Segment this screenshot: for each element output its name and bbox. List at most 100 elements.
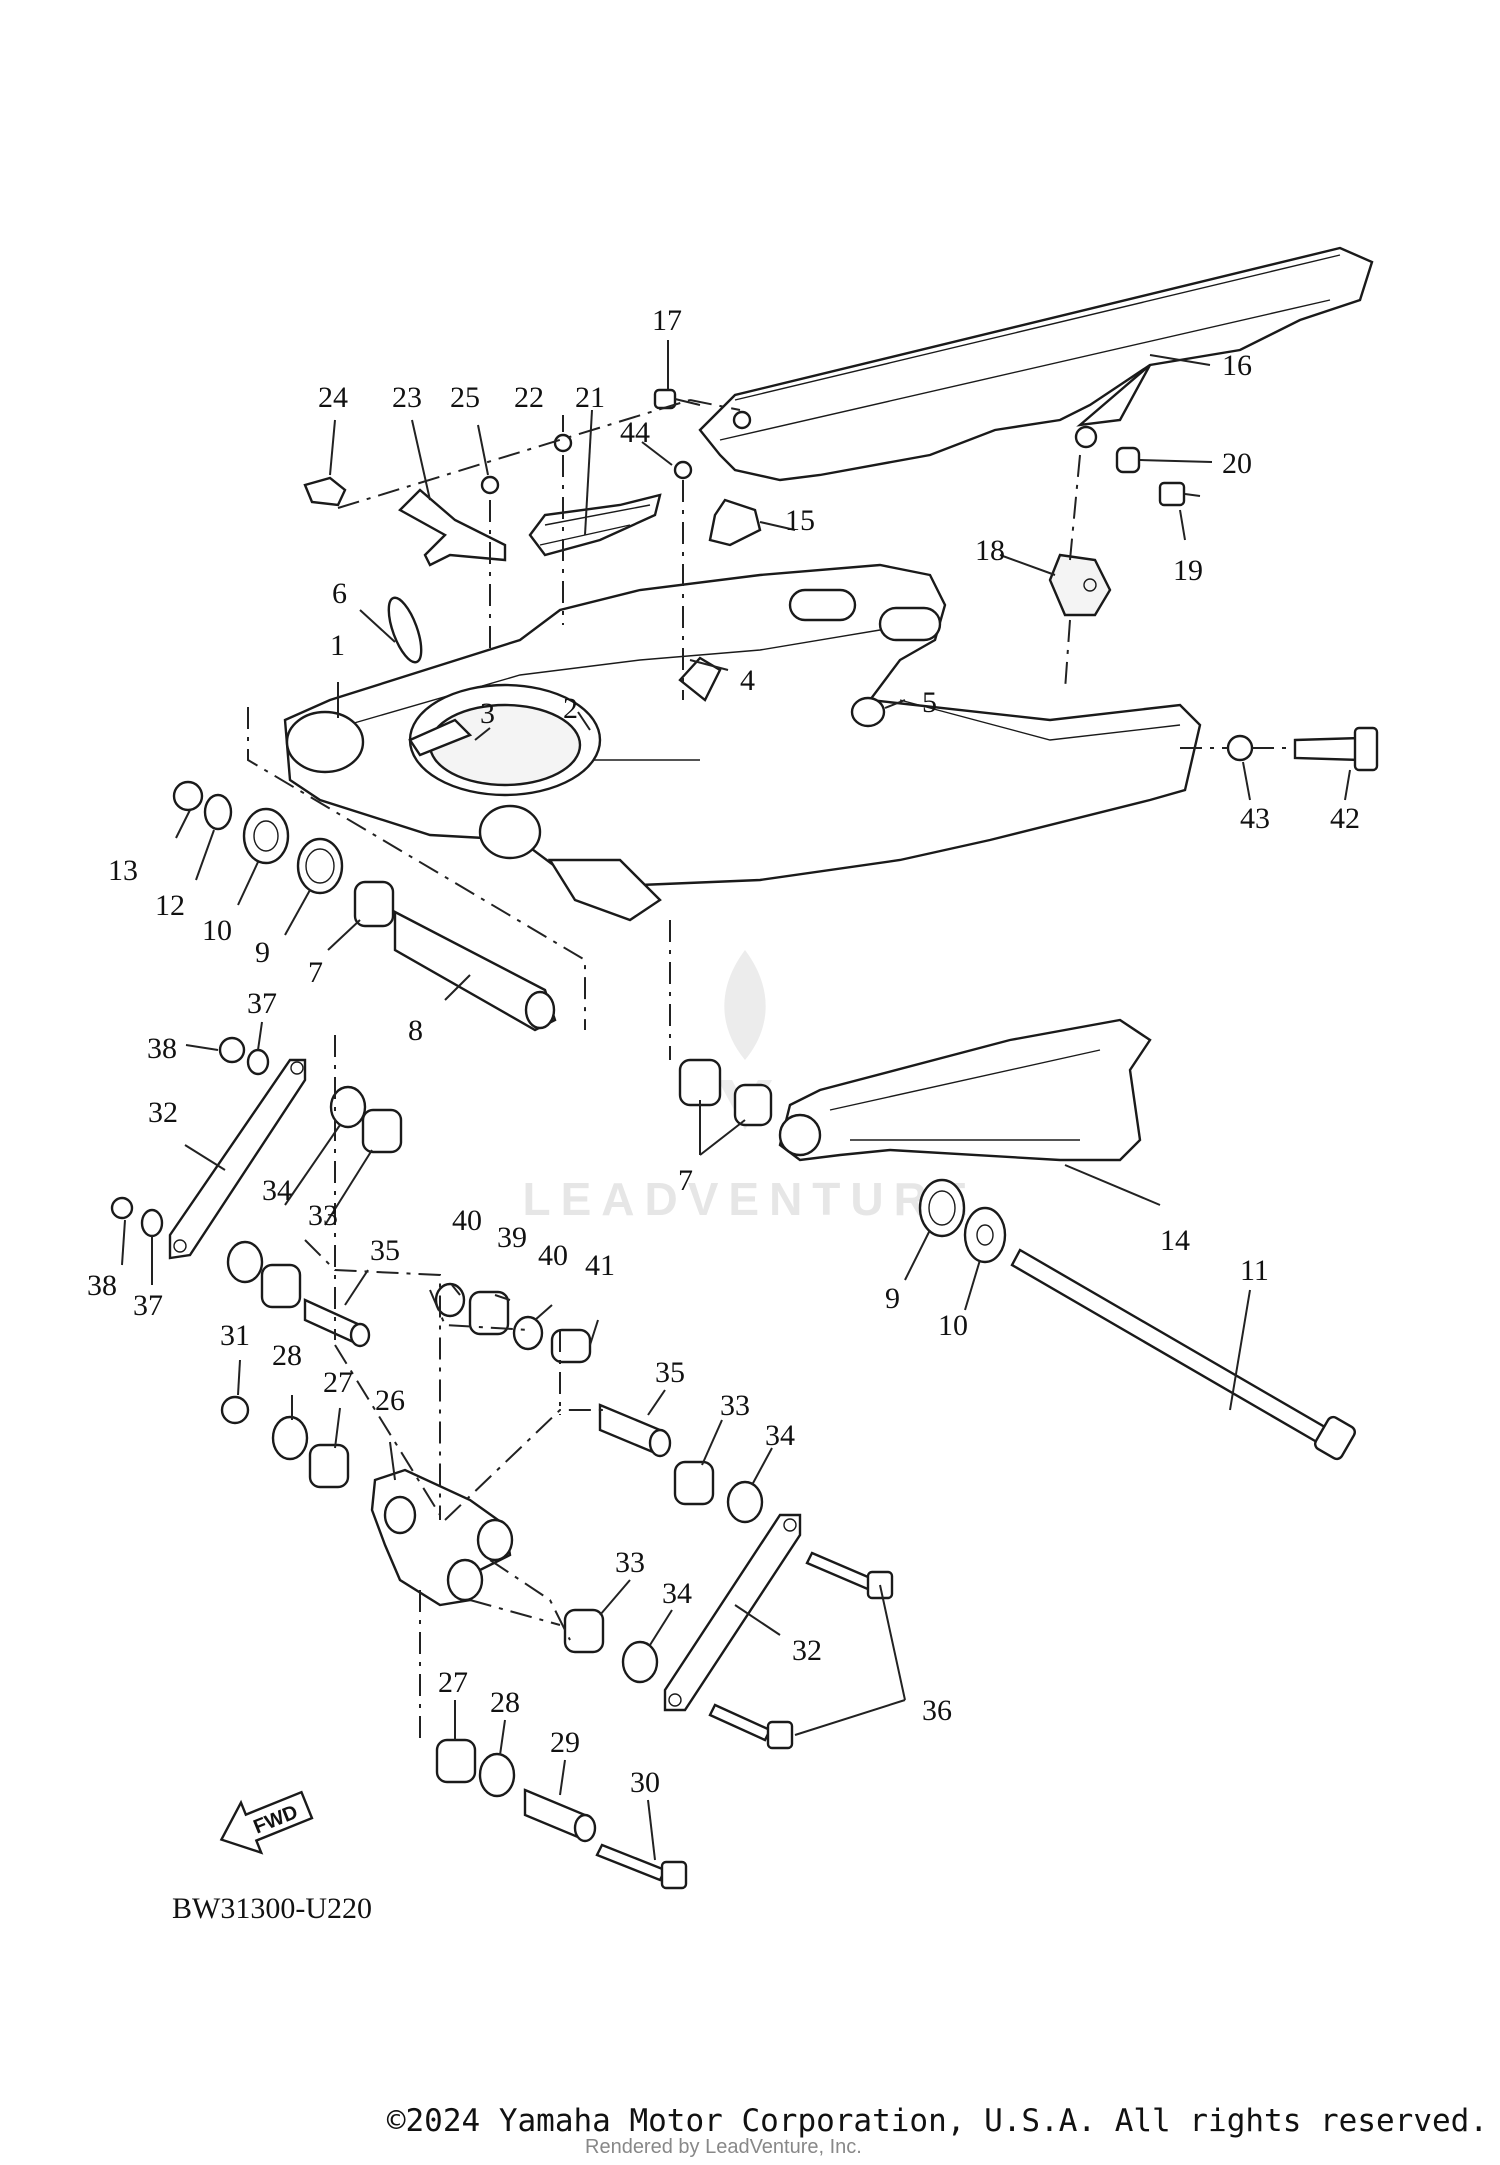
callout-33b: 33: [720, 1389, 750, 1422]
nut-13: [172, 780, 204, 812]
callout-25: 25: [450, 381, 480, 414]
collar-20: [1115, 446, 1141, 474]
callout-13: 13: [108, 854, 138, 887]
callout-10a: 10: [202, 914, 232, 947]
bracket-15: [708, 498, 762, 547]
callout-33c: 33: [615, 1546, 645, 1579]
bearing-27b: [435, 1738, 477, 1784]
bolt-36a: [805, 1551, 894, 1600]
callout-labels: 1 2 3 4 5 6 7 7 8 9 9 10 10 11 12 13 14 …: [87, 304, 1360, 1799]
callout-44: 44: [620, 416, 650, 449]
collar-35b: [598, 1403, 672, 1458]
callout-20: 20: [1222, 447, 1252, 480]
washer-37b: [140, 1208, 164, 1238]
callout-37b: 37: [133, 1289, 163, 1322]
bearing-33d: [563, 1608, 605, 1654]
callout-40b: 40: [538, 1239, 568, 1272]
callout-36: 36: [922, 1694, 952, 1727]
seal-6: [387, 596, 423, 664]
pivot-shaft-11: [1010, 1248, 1356, 1461]
bearing-33c: [673, 1460, 715, 1506]
copyright-notice: ©2024 Yamaha Motor Corporation, U.S.A. A…: [386, 2103, 1488, 2139]
callout-10b: 10: [938, 1309, 968, 1342]
callout-2: 2: [563, 692, 578, 725]
callout-37a: 37: [247, 987, 277, 1020]
callout-32a: 32: [148, 1096, 178, 1129]
callout-38a: 38: [147, 1032, 177, 1065]
guide-21: [528, 493, 662, 557]
callout-34c: 34: [662, 1577, 692, 1610]
callout-39: 39: [497, 1221, 527, 1254]
seal-9b: [918, 1178, 966, 1238]
callout-29: 29: [550, 1726, 580, 1759]
callout-35b: 35: [655, 1356, 685, 1389]
relay-arm: [370, 1468, 514, 1607]
assembly-lines: [247, 399, 1290, 1740]
link-32a: [168, 1058, 307, 1260]
washer-10b: [963, 1206, 1007, 1264]
callout-9a: 9: [255, 936, 270, 969]
collar-29: [523, 1788, 597, 1843]
callout-27a: 27: [323, 1366, 353, 1399]
callout-5: 5: [922, 686, 937, 719]
bearing-27a: [308, 1443, 350, 1489]
leader-lines: [121, 340, 1351, 1861]
callout-42: 42: [1330, 802, 1360, 835]
bolt-25: [480, 475, 500, 495]
seal-9: [296, 837, 344, 895]
callout-7a: 7: [308, 956, 323, 989]
nut-38b: [110, 1196, 134, 1220]
callout-16: 16: [1222, 349, 1252, 382]
callout-6: 6: [332, 577, 347, 610]
seal-34c: [726, 1480, 764, 1524]
nut-43: [1226, 734, 1254, 762]
callout-9b: 9: [885, 1282, 900, 1315]
fwd-arrow-icon: FWD: [219, 1790, 314, 1855]
callout-24: 24: [318, 381, 348, 414]
callout-28b: 28: [490, 1686, 520, 1719]
bolt-17: [653, 388, 701, 410]
grommet-5: [850, 696, 886, 728]
bearing-7: [353, 880, 395, 928]
washer-12: [203, 793, 233, 831]
bearing-33b: [260, 1263, 302, 1309]
callout-18: 18: [975, 534, 1005, 567]
link-32b: [663, 1513, 802, 1712]
callout-41: 41: [585, 1249, 615, 1282]
holder-23: [398, 488, 507, 567]
collar-35a: [303, 1298, 371, 1348]
seal-34b: [226, 1240, 264, 1284]
callout-35a: 35: [370, 1234, 400, 1267]
callout-4: 4: [740, 664, 755, 697]
callout-19: 19: [1173, 554, 1203, 587]
bolt-42: [1293, 726, 1379, 772]
rendered-by-credit: Rendered by LeadVenture, Inc.: [585, 2136, 862, 2158]
callout-3: 3: [480, 697, 495, 730]
svg-text:LEADVENTURE: LEADVENTURE: [522, 1173, 977, 1225]
nut-31: [220, 1395, 250, 1425]
callout-7b: 7: [678, 1164, 693, 1197]
callout-8: 8: [408, 1014, 423, 1047]
bolt-19: [1158, 481, 1201, 507]
callout-17: 17: [652, 304, 682, 337]
callout-14: 14: [1160, 1224, 1190, 1257]
clamp-24: [303, 476, 347, 507]
callout-32b: 32: [792, 1634, 822, 1667]
damper-18: [1048, 553, 1112, 617]
bolt-44: [673, 460, 693, 480]
diagram-code: BW31300-U220: [172, 1892, 372, 1925]
callout-1: 1: [330, 629, 345, 662]
washer-37a: [246, 1048, 270, 1076]
callout-11: 11: [1240, 1254, 1269, 1287]
callout-34b: 34: [765, 1419, 795, 1452]
seal-34d: [621, 1640, 659, 1684]
bearing-33a: [361, 1108, 403, 1154]
seal-28b: [478, 1752, 516, 1798]
callout-33a: 33: [308, 1199, 338, 1232]
nut-38a: [218, 1036, 246, 1064]
collar-41: [550, 1328, 592, 1364]
seal-28a: [271, 1415, 309, 1461]
leadventure-watermark: LEADVENTURE: [522, 950, 977, 1225]
collar-8: [393, 910, 557, 1032]
